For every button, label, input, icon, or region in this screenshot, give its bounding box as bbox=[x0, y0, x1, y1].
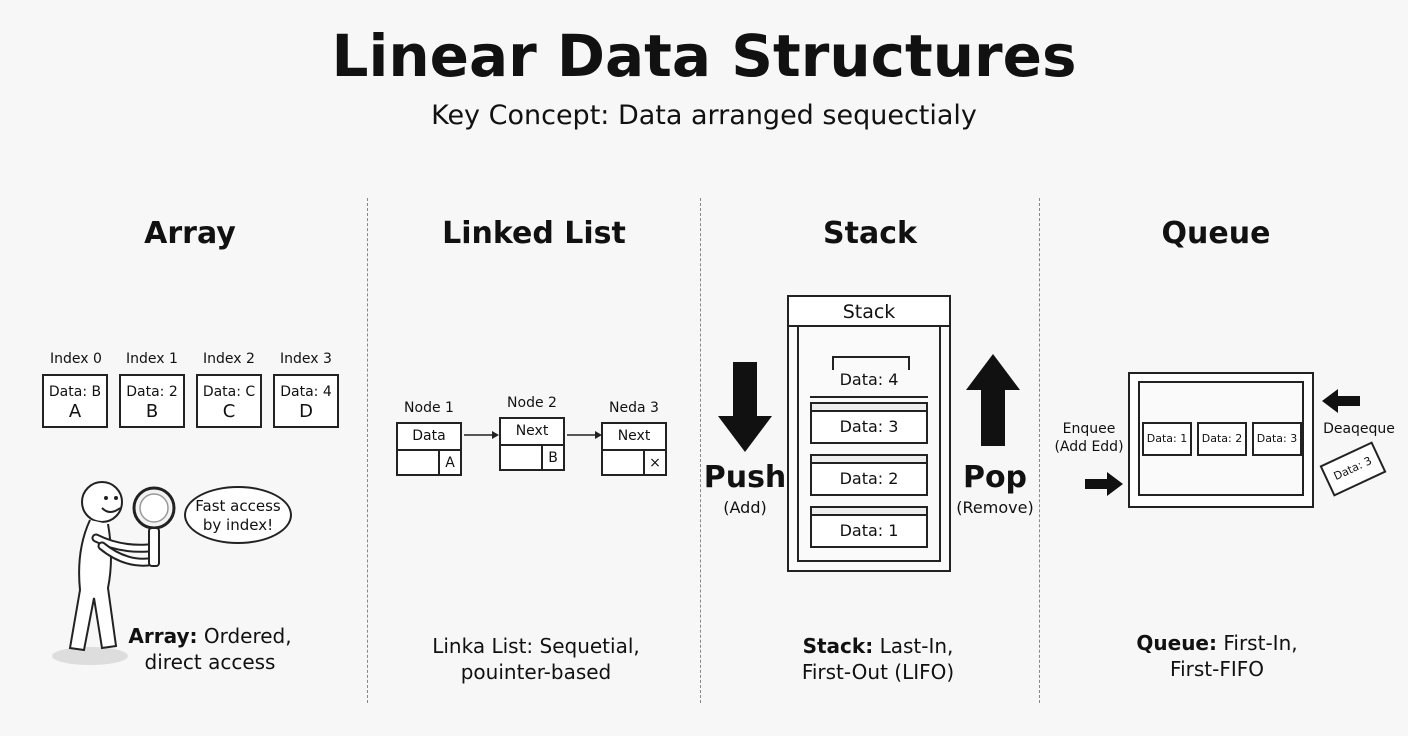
stack-item-lid bbox=[810, 402, 928, 410]
queue-item: Data: 3 bbox=[1252, 422, 1302, 456]
push-sublabel: (Add) bbox=[723, 498, 767, 517]
queue-caption-bold: Queue: bbox=[1136, 631, 1217, 655]
enqueue-label-text: Enquee bbox=[1062, 421, 1116, 437]
stack-item-lid bbox=[810, 506, 928, 514]
array-cell: Data: 4 D bbox=[273, 374, 339, 428]
queue-title: Queue bbox=[1161, 216, 1271, 251]
arrow-right-icon bbox=[567, 431, 602, 439]
stack-item-top: Data: 4 bbox=[839, 370, 899, 389]
array-title: Array bbox=[144, 216, 236, 251]
stack-caption-text: First-Out (LIFO) bbox=[801, 660, 955, 684]
array-caption-bold: Array: bbox=[128, 624, 198, 648]
stack-item-lid bbox=[810, 454, 928, 462]
array-caption: Array: Ordered, direct access bbox=[120, 623, 300, 675]
array-cell: Data: 2 B bbox=[119, 374, 185, 428]
stack-item-divider bbox=[810, 396, 928, 398]
array-cell-value: C bbox=[222, 401, 236, 422]
array-cell: Data: B A bbox=[42, 374, 108, 428]
stack-title: Stack bbox=[823, 216, 917, 251]
array-caption-text: direct access bbox=[144, 650, 276, 674]
linked-list-caption-text: pouinter-based bbox=[460, 660, 612, 684]
enqueue-label-text: (Add Edd) bbox=[1054, 439, 1124, 455]
node-field: Next bbox=[501, 419, 563, 446]
array-cell-value: D bbox=[299, 401, 313, 422]
stack-item: Data: 2 bbox=[810, 462, 928, 496]
stack-caption-bold: Stack: bbox=[802, 634, 874, 658]
queue-item: Data: 1 bbox=[1142, 422, 1192, 456]
page-subtitle: Key Concept: Data arranged sequectialy bbox=[431, 100, 977, 131]
arrow-up-icon bbox=[966, 354, 1020, 446]
page-title: Linear Data Structures bbox=[331, 22, 1077, 90]
node-pointer: B bbox=[541, 446, 563, 471]
linked-list-node: Next × bbox=[601, 422, 667, 476]
node-field: Data bbox=[398, 424, 460, 451]
node-label: Node 2 bbox=[507, 395, 557, 411]
section-divider bbox=[1039, 198, 1040, 703]
array-index-label: Index 2 bbox=[203, 351, 255, 367]
pop-label: Pop bbox=[962, 460, 1028, 495]
array-cell-value: B bbox=[145, 401, 159, 422]
speech-bubble: Fast access by index! bbox=[184, 486, 292, 544]
section-divider bbox=[367, 198, 368, 703]
array-index-label: Index 1 bbox=[126, 351, 178, 367]
pop-sublabel: (Remove) bbox=[956, 498, 1034, 517]
queue-caption: Queue: First-In, First-FIFO bbox=[1100, 630, 1334, 682]
enqueue-arrow-icon bbox=[1085, 472, 1123, 496]
node-label: Neda 3 bbox=[609, 400, 659, 416]
stack-caption-text: Last-In, bbox=[873, 634, 954, 658]
dequeue-arrow-icon bbox=[1322, 389, 1360, 413]
queue-caption-text: First-In, bbox=[1217, 631, 1298, 655]
queue-caption-text: First-FIFO bbox=[1170, 657, 1264, 681]
linked-list-title: Linked List bbox=[442, 216, 626, 251]
array-cell-value: A bbox=[68, 401, 82, 422]
queue-item: Data: 2 bbox=[1197, 422, 1247, 456]
dequeue-label: Deaqeque bbox=[1323, 421, 1395, 437]
array-cell-data: Data: 2 bbox=[126, 384, 178, 400]
node-label: Node 1 bbox=[404, 400, 454, 416]
section-divider bbox=[700, 198, 701, 703]
stack-item: Data: 3 bbox=[810, 410, 928, 444]
stack-caption: Stack: Last-In, First-Out (LIFO) bbox=[760, 633, 996, 685]
array-cell: Data: C C bbox=[196, 374, 262, 428]
stack-bracket-icon bbox=[832, 356, 910, 370]
linked-list-node: Next B bbox=[499, 417, 565, 471]
node-pointer: × bbox=[643, 451, 665, 476]
linked-list-caption-text: Linka List: Sequetial, bbox=[432, 634, 640, 658]
dequeued-item: Data: 3 bbox=[1319, 441, 1387, 497]
enqueue-label: Enquee (Add Edd) bbox=[1050, 420, 1128, 456]
array-cell-data: Data: 4 bbox=[280, 384, 332, 400]
magnifier-icon bbox=[132, 486, 176, 567]
array-cell-data: Data: C bbox=[202, 384, 256, 400]
arrow-down-icon bbox=[718, 362, 772, 452]
stick-figure-icon bbox=[52, 481, 153, 665]
node-field: Next bbox=[603, 424, 665, 451]
node-pointer: A bbox=[438, 451, 460, 476]
array-index-label: Index 3 bbox=[280, 351, 332, 367]
array-index-label: Index 0 bbox=[50, 351, 102, 367]
arrow-right-icon bbox=[464, 431, 499, 439]
array-caption-text: Ordered, bbox=[197, 624, 292, 648]
stack-container-label: Stack bbox=[787, 295, 951, 327]
linked-list-caption: Linka List: Sequetial, pouinter-based bbox=[400, 633, 672, 685]
push-label: Push bbox=[703, 460, 787, 495]
array-cell-data: Data: B bbox=[48, 384, 102, 400]
stack-item: Data: 1 bbox=[810, 514, 928, 548]
stack-inner-wall bbox=[797, 326, 941, 562]
linked-list-node: Data A bbox=[396, 422, 462, 476]
